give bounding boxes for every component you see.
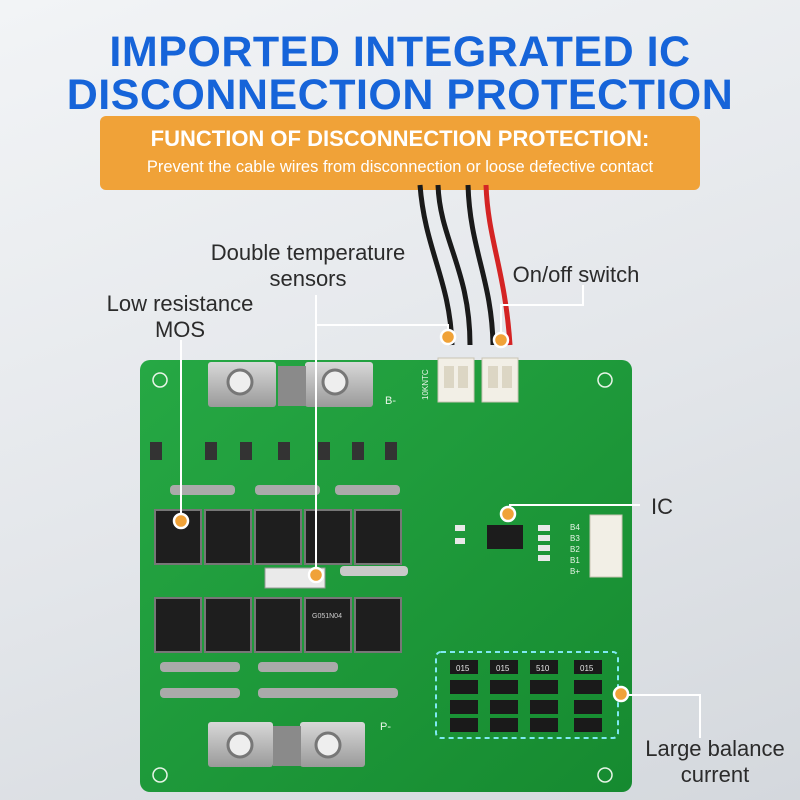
callout-ic: IC [651, 494, 673, 519]
resistor-marking: 015 [496, 664, 510, 673]
ic-chip [487, 525, 523, 549]
callout-balance-line2: current [680, 762, 750, 787]
terminal-b-label: B- [385, 395, 396, 407]
callout-balance-line1: Large balance [645, 736, 785, 761]
ntc-connector [437, 357, 475, 403]
balance-connector [589, 514, 623, 578]
capacitor-row [150, 442, 397, 460]
small-components [455, 525, 550, 561]
balance-resistors: 015 015 510 015 [450, 660, 602, 732]
pin-label: B+ [570, 567, 580, 576]
pin-label: B4 [570, 523, 580, 532]
mosfet-row-top [154, 509, 402, 565]
pin-labels: B4 B3 B2 B1 B+ [570, 523, 580, 576]
resistor-marking: 015 [456, 664, 470, 673]
callout-on-off-switch: On/off switch [512, 262, 640, 287]
banner-subtitle: Prevent the cable wires from disconnecti… [146, 158, 654, 176]
mosfet-row-bottom [154, 597, 402, 653]
resistor-marking: 510 [536, 664, 550, 673]
callout-temperature-sensors: Double temperature sensors [190, 240, 426, 292]
terminal-bottom-p [208, 722, 365, 767]
callout-mos-line2: MOS [154, 317, 206, 342]
ntc-label: 10KNTC [421, 369, 430, 400]
cable-wires [417, 184, 513, 346]
callout-dots [172, 328, 630, 703]
terminal-top-b [208, 362, 373, 407]
callout-low-resistance-mos: Low resistance MOS [90, 291, 270, 343]
headline-line-2: DISCONNECTION PROTECTION [66, 71, 734, 119]
mosfet-marking: G051N04 [312, 613, 342, 620]
pin-label: B3 [570, 534, 580, 543]
solder-rows [160, 485, 400, 698]
mounting-holes [152, 372, 613, 783]
function-banner: FUNCTION OF DISCONNECTION PROTECTION: Pr… [100, 116, 700, 190]
callout-large-balance-current: Large balance current [635, 736, 795, 788]
callout-temp-line1: Double temperature [210, 240, 406, 265]
switch-connector [481, 357, 519, 403]
callout-temp-line2: sensors [269, 266, 347, 291]
callout-mos-line1: Low resistance [106, 291, 254, 316]
pin-label: B2 [570, 545, 580, 554]
resistor-marking: 015 [580, 664, 594, 673]
terminal-p-label: P- [380, 721, 391, 733]
banner-title: FUNCTION OF DISCONNECTION PROTECTION: [150, 126, 650, 151]
headline-line-1: IMPORTED INTEGRATED IC [109, 28, 691, 76]
pin-label: B1 [570, 556, 580, 565]
